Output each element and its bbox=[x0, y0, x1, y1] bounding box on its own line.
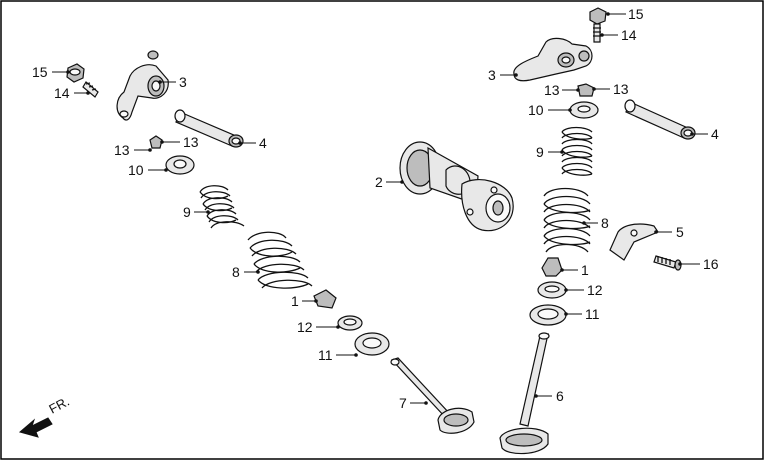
callout-right-11: 11 bbox=[585, 306, 600, 322]
callout-left-11: 11 bbox=[318, 347, 333, 363]
leader-lines bbox=[52, 12, 708, 405]
callout-right-13b: 13 bbox=[613, 81, 629, 97]
callout-right-16: 16 bbox=[703, 256, 719, 272]
left-valve-7 bbox=[390, 357, 475, 434]
callout-left-4: 4 bbox=[259, 135, 267, 151]
callout-left-12: 12 bbox=[297, 319, 313, 335]
right-inner-spring-9 bbox=[561, 126, 593, 176]
left-adjust-screw-14 bbox=[82, 81, 99, 98]
callout-left-13a: 13 bbox=[114, 142, 130, 158]
callout-right-9: 9 bbox=[536, 144, 544, 160]
callout-left-13b: 13 bbox=[183, 134, 199, 150]
callout-left-14: 14 bbox=[54, 85, 70, 101]
right-washer-11 bbox=[529, 304, 567, 326]
callout-right-12: 12 bbox=[587, 282, 603, 298]
right-cotter-13 bbox=[577, 83, 595, 97]
right-rocker-shaft-4 bbox=[624, 99, 696, 140]
callout-right-13a: 13 bbox=[544, 82, 560, 98]
right-nut-15 bbox=[589, 7, 607, 25]
left-inner-spring-9 bbox=[199, 185, 245, 229]
right-stem-seal-1 bbox=[541, 257, 563, 277]
front-direction-label: FR. bbox=[46, 394, 72, 417]
right-rocker-arm-3 bbox=[513, 37, 593, 82]
right-rocker-holder-5 bbox=[609, 223, 659, 261]
right-bolt-16 bbox=[653, 255, 682, 271]
right-outer-spring-8 bbox=[543, 187, 591, 253]
callout-left-3: 3 bbox=[179, 74, 187, 90]
left-nut-15 bbox=[66, 63, 85, 83]
left-rocker-arm-3 bbox=[116, 50, 169, 121]
callout-right-15: 15 bbox=[628, 6, 644, 22]
front-direction-arrow-icon bbox=[18, 417, 53, 438]
callout-right-3: 3 bbox=[488, 67, 496, 83]
callout-right-1: 1 bbox=[581, 262, 589, 278]
left-cotter-13 bbox=[149, 135, 163, 149]
left-retainer-10 bbox=[165, 155, 195, 175]
left-stem-seal-1 bbox=[313, 289, 337, 309]
callout-right-14: 14 bbox=[621, 27, 637, 43]
callout-left-8: 8 bbox=[232, 264, 240, 280]
callout-camshaft-2: 2 bbox=[375, 174, 383, 190]
right-adjust-screw-14 bbox=[593, 23, 601, 43]
left-spring-seat-12 bbox=[337, 315, 363, 331]
camshaft-2 bbox=[399, 141, 514, 232]
callout-left-15: 15 bbox=[32, 64, 48, 80]
callout-right-8: 8 bbox=[601, 215, 609, 231]
callout-left-9: 9 bbox=[183, 204, 191, 220]
callout-left-1: 1 bbox=[291, 293, 299, 309]
callout-right-6: 6 bbox=[556, 388, 564, 404]
left-washer-11 bbox=[354, 332, 390, 356]
callout-right-10: 10 bbox=[528, 102, 544, 118]
right-spring-seat-12 bbox=[537, 281, 567, 299]
callout-left-7: 7 bbox=[399, 395, 407, 411]
callout-right-4: 4 bbox=[711, 126, 719, 142]
callout-right-5: 5 bbox=[676, 224, 684, 240]
left-outer-spring-8 bbox=[247, 231, 313, 289]
callout-left-10: 10 bbox=[128, 162, 144, 178]
right-retainer-10 bbox=[569, 101, 599, 119]
right-valve-6 bbox=[499, 332, 550, 455]
